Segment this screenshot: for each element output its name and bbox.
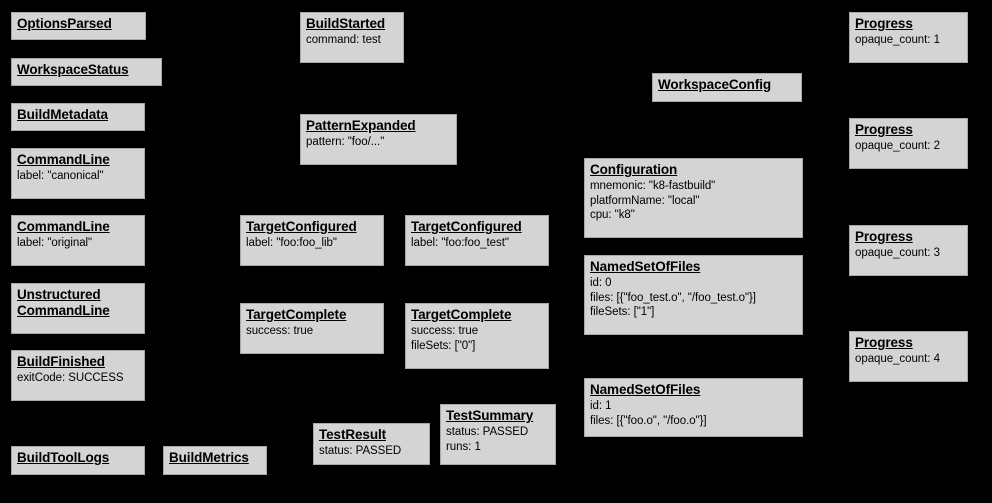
node-test-summary[interactable]: TestSummary status: PASSED runs: 1 [440, 404, 556, 465]
node-title: CommandLine [17, 219, 110, 234]
node-fields: opaque_count: 1 [855, 34, 940, 46]
node-fields: label: "foo:foo_test" [411, 237, 509, 249]
node-title: BuildMetrics [169, 450, 249, 465]
node-build-finished[interactable]: BuildFinished exitCode: SUCCESS [11, 350, 145, 401]
node-title: Unstructured CommandLine [17, 287, 110, 318]
node-fields: exitCode: SUCCESS [17, 372, 124, 384]
node-title: OptionsParsed [17, 16, 112, 31]
node-unstructured-command-line[interactable]: Unstructured CommandLine [11, 283, 145, 334]
node-fields: success: true [246, 325, 314, 337]
node-workspace-status[interactable]: WorkspaceStatus [11, 58, 162, 86]
node-test-result[interactable]: TestResult status: PASSED [313, 423, 430, 465]
node-target-configured-foo-lib[interactable]: TargetConfigured label: "foo:foo_lib" [240, 215, 384, 266]
node-fields: opaque_count: 3 [855, 247, 940, 259]
node-fields: pattern: "foo/..." [306, 136, 385, 148]
node-command-line-canonical[interactable]: CommandLine label: "canonical" [11, 148, 145, 199]
node-target-complete-test[interactable]: TargetComplete success: true fileSets: ["… [405, 303, 549, 369]
node-title: BuildMetadata [17, 107, 108, 122]
node-title: TestResult [319, 427, 387, 442]
node-fields: command: test [306, 34, 381, 46]
node-title: BuildToolLogs [17, 450, 110, 465]
node-title: Progress [855, 335, 913, 350]
node-fields: mnemonic: "k8-fastbuild" platformName: "… [590, 180, 716, 221]
node-progress-1[interactable]: Progress opaque_count: 1 [849, 12, 968, 63]
node-configuration[interactable]: Configuration mnemonic: "k8-fastbuild" pl… [584, 158, 803, 238]
node-title: NamedSetOfFiles [590, 382, 701, 397]
node-fields: id: 1 files: [{"foo.o", "/foo.o"}] [590, 400, 707, 427]
node-command-line-original[interactable]: CommandLine label: "original" [11, 215, 145, 266]
node-build-metadata[interactable]: BuildMetadata [11, 103, 145, 131]
node-title: PatternExpanded [306, 118, 416, 133]
node-title: BuildFinished [17, 354, 105, 369]
node-build-started[interactable]: BuildStarted command: test [300, 12, 404, 63]
node-build-metrics[interactable]: BuildMetrics [163, 446, 267, 475]
node-title: Progress [855, 16, 913, 31]
node-title: TargetComplete [246, 307, 347, 322]
node-fields: status: PASSED runs: 1 [446, 426, 529, 453]
node-fields: opaque_count: 4 [855, 353, 940, 365]
node-title: TargetComplete [411, 307, 512, 322]
node-fields: label: "foo:foo_lib" [246, 237, 337, 249]
node-title: CommandLine [17, 152, 110, 167]
node-options-parsed[interactable]: OptionsParsed [11, 12, 146, 40]
node-title: Progress [855, 122, 913, 137]
node-title: Configuration [590, 162, 678, 177]
node-workspace-config[interactable]: WorkspaceConfig [652, 73, 802, 102]
node-fields: label: "canonical" [17, 170, 104, 182]
node-build-tool-logs[interactable]: BuildToolLogs [11, 446, 145, 475]
node-named-set-of-files-1[interactable]: NamedSetOfFiles id: 1 files: [{"foo.o", "… [584, 378, 803, 437]
node-fields: label: "original" [17, 237, 93, 249]
node-fields: opaque_count: 2 [855, 140, 940, 152]
node-progress-3[interactable]: Progress opaque_count: 3 [849, 225, 968, 276]
node-title: BuildStarted [306, 16, 386, 31]
node-title: NamedSetOfFiles [590, 259, 701, 274]
node-progress-4[interactable]: Progress opaque_count: 4 [849, 331, 968, 382]
node-pattern-expanded[interactable]: PatternExpanded pattern: "foo/..." [300, 114, 457, 165]
node-title: TargetConfigured [411, 219, 522, 234]
node-title: WorkspaceConfig [658, 77, 772, 92]
node-title: TargetConfigured [246, 219, 357, 234]
node-fields: success: true fileSets: ["0"] [411, 325, 479, 352]
node-title: TestSummary [446, 408, 534, 423]
node-target-complete-lib[interactable]: TargetComplete success: true [240, 303, 384, 354]
node-progress-2[interactable]: Progress opaque_count: 2 [849, 118, 968, 169]
node-title: WorkspaceStatus [17, 62, 129, 77]
node-target-configured-foo-test[interactable]: TargetConfigured label: "foo:foo_test" [405, 215, 549, 266]
node-title: Progress [855, 229, 913, 244]
node-named-set-of-files-0[interactable]: NamedSetOfFiles id: 0 files: [{"foo_test.… [584, 255, 803, 335]
node-fields: id: 0 files: [{"foo_test.o", "/foo_test.… [590, 277, 756, 318]
node-fields: status: PASSED [319, 445, 402, 457]
